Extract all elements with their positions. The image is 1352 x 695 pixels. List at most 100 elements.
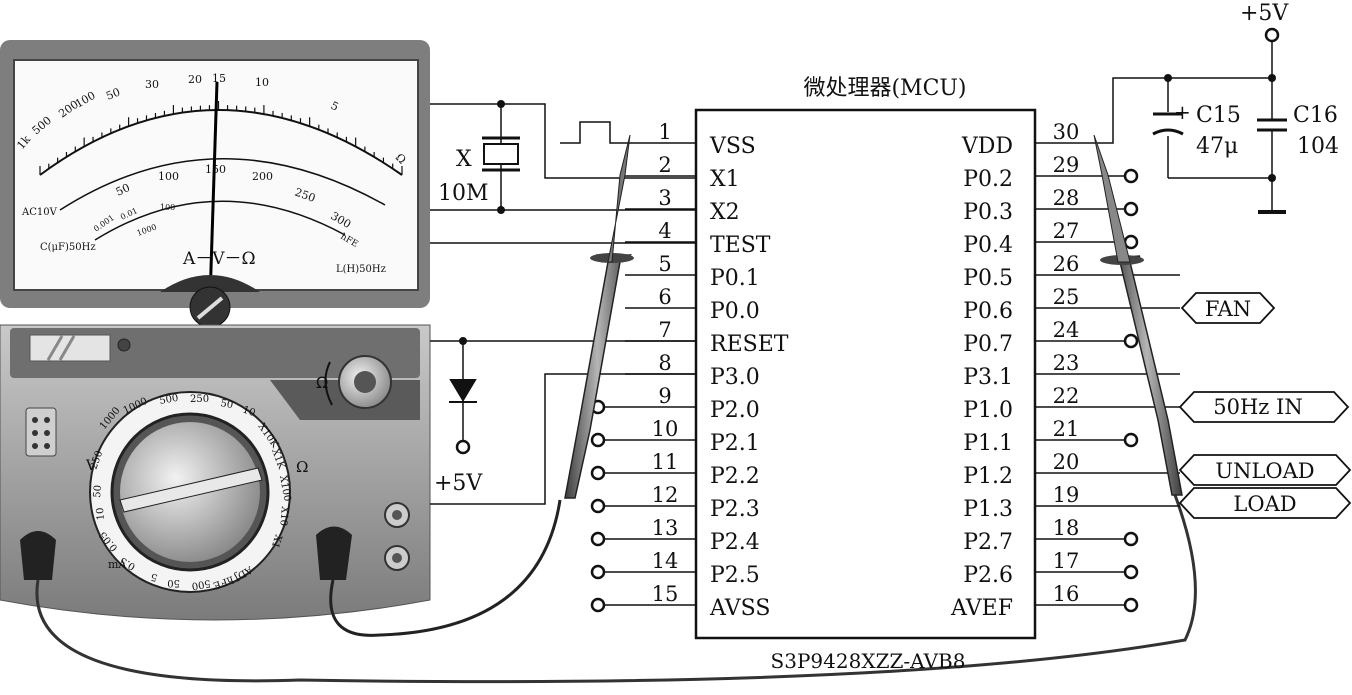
signal-load: LOAD — [1233, 492, 1296, 516]
pin-name-left: RESET — [710, 332, 789, 357]
dial-label: 5 — [150, 570, 159, 582]
red-probe[interactable] — [564, 134, 634, 499]
switch-ma-label: mA — [108, 558, 127, 571]
crystal-value: 10M — [438, 181, 489, 206]
pin-name-left: TEST — [710, 233, 771, 258]
scale-top-label: 5 — [329, 99, 341, 114]
pin-number: 26 — [1053, 252, 1080, 276]
pin-name-right: P1.0 — [963, 398, 1013, 423]
pin-number: 18 — [1053, 516, 1080, 540]
pin-name-left: X1 — [710, 167, 740, 192]
pin-name-left: P2.2 — [710, 464, 760, 489]
ohm-adjust-label: Ω — [316, 373, 328, 392]
dial-label: 50 — [167, 577, 180, 588]
pin-name-left: VSS — [709, 134, 756, 159]
pin-number: 15 — [652, 582, 679, 606]
signal-flag-shape — [1178, 487, 1352, 519]
right-circuit — [1090, 40, 1273, 212]
scale-mid-label: 100 — [158, 170, 179, 183]
pin-name-right: P1.3 — [963, 497, 1013, 522]
dial-label: 50 — [219, 398, 233, 411]
pin-number: 16 — [1053, 582, 1080, 606]
pin-name-right: P3.1 — [963, 365, 1013, 390]
pin-name-left: X2 — [710, 200, 740, 225]
dial-label: X1 — [269, 533, 284, 549]
supply-left-label: +5V — [434, 471, 483, 496]
scale-mid-label: 50 — [114, 181, 132, 199]
pin-number: 1 — [658, 120, 671, 144]
pin-number: 23 — [1053, 351, 1080, 375]
dial-label: 250 — [190, 394, 209, 405]
pin-terminal — [590, 531, 606, 547]
pin-terminal — [1123, 531, 1139, 547]
pin-terminal — [590, 564, 606, 580]
pin-number: 7 — [658, 318, 671, 342]
pin-number: 25 — [1053, 285, 1080, 309]
pin-number: 19 — [1053, 483, 1080, 507]
com-plug — [20, 531, 56, 580]
pin-terminal — [1123, 234, 1139, 250]
mcu-title: 微处理器(MCU) — [803, 76, 966, 101]
pin-number: 8 — [658, 351, 671, 375]
pin-name-right: P0.3 — [963, 200, 1013, 225]
avo-label: A－V－Ω — [182, 249, 256, 269]
pin-name-left: P0.1 — [710, 266, 760, 291]
pin-number: 20 — [1053, 450, 1080, 474]
pin-terminal — [590, 465, 606, 481]
vohm-plug — [316, 526, 352, 580]
mcu-chip — [694, 108, 1037, 640]
black-probe-wire — [35, 494, 1197, 684]
pin-name-left: P2.4 — [710, 530, 760, 555]
c16-symbol — [1257, 118, 1287, 132]
diode-symbol — [449, 379, 477, 403]
c15-symbol — [1152, 112, 1184, 136]
c15-polarity: + — [1174, 100, 1191, 124]
pin-name-left: P2.3 — [710, 497, 760, 522]
pin-number: 24 — [1053, 318, 1080, 342]
pin-name-right: P0.5 — [963, 266, 1013, 291]
range-selector[interactable] — [89, 391, 291, 593]
meter-dial-window — [13, 59, 419, 291]
vcc-terminal-left — [455, 439, 471, 455]
c15-ref: C15 — [1196, 103, 1241, 128]
pin-name-left: P3.0 — [710, 365, 760, 390]
mcu-part-number: S3P9428XZZ-AVB8 — [771, 649, 966, 673]
pin-name-left: P2.0 — [710, 398, 760, 423]
pin-number: 10 — [652, 417, 679, 441]
pin-number: 6 — [658, 285, 671, 309]
pin-terminal — [1123, 201, 1139, 217]
pin-number: 11 — [652, 450, 679, 474]
dial-label: 500 — [159, 393, 180, 407]
dial-label: 10 — [95, 507, 107, 521]
pin-number: 21 — [1053, 417, 1080, 441]
switch-v-label: V — [85, 458, 97, 474]
pin-number: 30 — [1053, 120, 1080, 144]
pin-number: 5 — [658, 252, 671, 276]
pin-name-left: P2.5 — [710, 563, 760, 588]
pin-terminal — [1123, 432, 1139, 448]
c16-value: 104 — [1297, 134, 1339, 159]
dial-label: X100 — [277, 475, 292, 503]
dial-label: 500 — [191, 577, 212, 591]
vcc-terminal-top — [1264, 27, 1280, 43]
pin-terminal — [590, 498, 606, 514]
dial-label: 50 — [92, 485, 104, 499]
pin-name-right: P2.7 — [963, 530, 1013, 555]
pin-number: 22 — [1053, 384, 1080, 408]
pin-name-right: P1.1 — [963, 431, 1013, 456]
dial-label: X10 — [277, 506, 290, 527]
scale-acv-label: AC10V — [21, 207, 58, 218]
pin-terminal — [1123, 333, 1139, 349]
pin-terminal — [590, 432, 606, 448]
pin-number: 12 — [652, 483, 679, 507]
ohm-adjust-knob[interactable] — [324, 355, 392, 409]
scale-top-label: 20 — [188, 73, 202, 86]
pin-number: 17 — [1053, 549, 1080, 573]
pin-number: 4 — [658, 219, 671, 243]
transistor-socket[interactable] — [25, 407, 57, 457]
signal-flags — [1178, 292, 1352, 519]
pin-name-right: P0.2 — [963, 167, 1013, 192]
black-probe[interactable] — [1093, 134, 1183, 496]
ind-scale-label: L(H)50Hz — [336, 264, 386, 275]
